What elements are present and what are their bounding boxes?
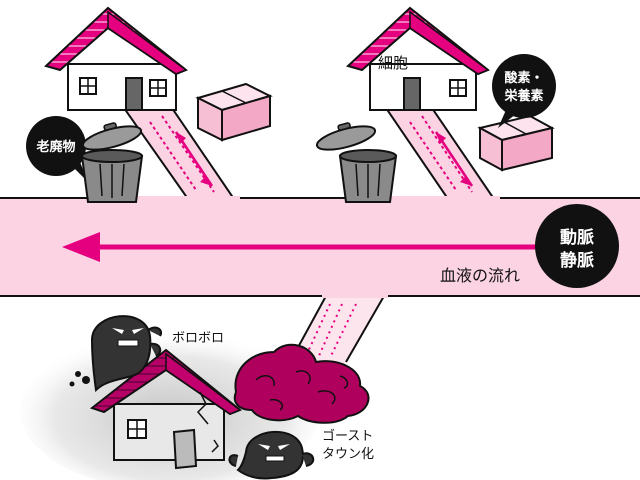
nutrients-label-line2: 栄養素: [503, 88, 543, 104]
trash-can-right: [315, 122, 396, 202]
waste-label: 老廃物: [35, 139, 75, 155]
tattered-label: ボロボロ: [172, 331, 224, 346]
nutrients-bubble: 酸素・ 栄養素: [492, 54, 556, 128]
trash-can-left: [81, 122, 144, 202]
house-left: [46, 8, 186, 110]
cell-label: 細胞: [378, 54, 408, 72]
nutrient-box-left: [198, 84, 270, 140]
nutrient-box-right: [480, 116, 552, 170]
vein-label: 静脈: [560, 250, 594, 271]
house-right: [348, 8, 488, 110]
waste-bubble: 老廃物: [26, 116, 88, 182]
artery-vein-badge: 動脈 静脈: [535, 204, 619, 288]
nutrients-label-line1: 酸素・: [504, 70, 543, 86]
ghost-label-line2: タウン化: [322, 447, 374, 462]
artery-label: 動脈: [560, 227, 594, 248]
ghost-label-line1: ゴースト: [322, 428, 373, 444]
blood-flow-label: 血液の流れ: [440, 266, 520, 285]
